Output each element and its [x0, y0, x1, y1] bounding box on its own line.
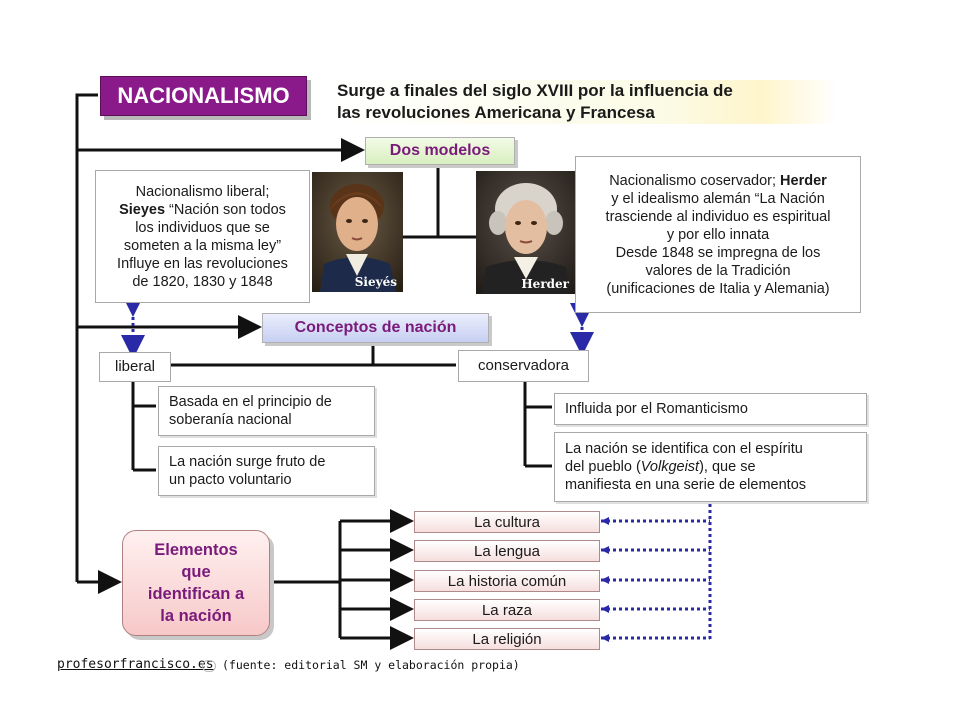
liberal-point-1-line-1: Basada en el principio de: [169, 394, 332, 410]
sieyes-portrait: Sieyés: [312, 172, 403, 292]
sieyes-portrait-image: [312, 172, 403, 292]
conceptos-box: Conceptos de nación: [262, 313, 489, 343]
conservative-model-box: Nacionalismo coservador; Herder y el ide…: [575, 156, 861, 313]
conservadora-point-2-line-2: del pueblo (Volkgeist), que se: [565, 458, 856, 476]
conservative-line-5: Desde 1848 se impregna de los: [615, 244, 821, 261]
title-text: NACIONALISMO: [117, 83, 290, 108]
conservadora-point-1-text: Influida por el Romanticismo: [565, 401, 748, 417]
herder-portrait-image: [476, 171, 575, 294]
conservadora-point-2: La nación se identifica con el espíritu …: [554, 432, 867, 502]
conservadora-box: conservadora: [458, 350, 589, 382]
elementos-box: Elementos que identifican a la nación: [122, 530, 270, 636]
dos-modelos-label: Dos modelos: [389, 142, 491, 159]
sieyes-name: Sieyes: [119, 201, 166, 218]
conservative-line-2: y el idealismo alemán “La Nación: [611, 190, 825, 207]
elemento-historia: La historia común: [414, 570, 600, 592]
conservative-line-1: Nacionalismo coservador; Herder: [576, 172, 860, 190]
conservative-line-4: y por ello innata: [666, 226, 770, 243]
liberal-line-2-rest: “Nación son todos: [165, 201, 286, 218]
elemento-raza: La raza: [414, 599, 600, 621]
liberal-line-4: someten a la misma ley”: [123, 237, 282, 254]
liberal-line-5: Influye en las revoluciones: [117, 255, 288, 272]
liberal-line-3: los individuos que se: [135, 219, 270, 236]
volkgeist-post: ), que se: [699, 459, 756, 475]
elementos-line-1: Elementos: [154, 541, 238, 559]
sieyes-caption: Sieyés: [354, 275, 397, 289]
dos-modelos-box: Dos modelos: [365, 137, 515, 165]
liberal-point-1: Basada en el principio de soberanía naci…: [158, 386, 375, 436]
herder-name: Herder: [780, 172, 827, 189]
conceptos-label: Conceptos de nación: [294, 319, 457, 336]
subtitle: Surge a finales del siglo XVIII por la i…: [337, 80, 837, 124]
elementos-tree: [270, 521, 342, 638]
conservadora-point-2-line-1: La nación se identifica con el espíritu: [565, 441, 803, 457]
herder-caption: Herder: [521, 277, 569, 291]
footer-source: (fuente: editorial SM y elaboración prop…: [222, 658, 520, 672]
conservadora-point-2-line-3: manifiesta en una serie de elementos: [565, 477, 807, 493]
liberal-point-1-line-2: soberanía nacional: [169, 412, 292, 428]
elemento-religion: La religión: [414, 628, 600, 650]
conservadora-tree: [523, 381, 552, 468]
elemento-lengua: La lengua: [414, 540, 600, 562]
dotted-arrowhead-2: [601, 546, 609, 554]
conservadora-label: conservadora: [478, 357, 569, 374]
dotted-arrowhead-5: [601, 634, 609, 642]
liberal-point-2: La nación surge fruto de un pacto volunt…: [158, 446, 375, 496]
elementos-line-2: que: [181, 563, 211, 581]
title-box: NACIONALISMO: [100, 76, 307, 116]
herder-portrait: Herder: [476, 171, 575, 294]
volkgeist-pre: del pueblo (: [565, 459, 641, 475]
volkgeist-term: Volkgeist: [640, 459, 700, 475]
main-spine-line: [75, 93, 98, 582]
conservative-line-1-pre: Nacionalismo coservador;: [609, 172, 781, 189]
conservative-line-7: (unificaciones de Italia y Alemania): [606, 280, 830, 297]
liberal-point-2-line-2: un pacto voluntario: [169, 472, 292, 488]
liberal-tree: [131, 381, 156, 472]
subtitle-line-2: las revoluciones Americana y Francesa: [337, 103, 655, 122]
subtitle-line-1: Surge a finales del siglo XVIII por la i…: [337, 81, 733, 100]
liberal-model-box: Nacionalismo liberal; Sieyes “Nación son…: [95, 170, 310, 303]
liberal-line-2: Sieyes “Nación son todos: [96, 201, 309, 219]
liberal-line-6: de 1820, 1830 y 1848: [132, 273, 273, 290]
footer-logo-icon: [202, 660, 216, 672]
conceptos-tree: [170, 343, 456, 367]
conservative-line-6: valores de la Tradición: [645, 262, 791, 279]
elemento-cultura: La cultura: [414, 511, 600, 533]
liberal-point-2-line-1: La nación surge fruto de: [169, 454, 326, 470]
elementos-line-4: la nación: [160, 607, 232, 625]
conservadora-point-1: Influida por el Romanticismo: [554, 393, 867, 425]
liberal-label: liberal: [114, 358, 156, 375]
elementos-line-3: identifican a: [147, 585, 245, 603]
liberal-line-1: Nacionalismo liberal;: [135, 183, 270, 200]
dotted-arrowhead-3: [601, 576, 609, 584]
liberal-box: liberal: [99, 352, 171, 382]
dotted-arrowhead-1: [601, 517, 609, 525]
footer-site-link[interactable]: profesorfrancisco.es: [57, 657, 214, 672]
conservative-line-3: trasciende al individuo es espiritual: [605, 208, 831, 225]
dotted-arrowhead-4: [601, 605, 609, 613]
